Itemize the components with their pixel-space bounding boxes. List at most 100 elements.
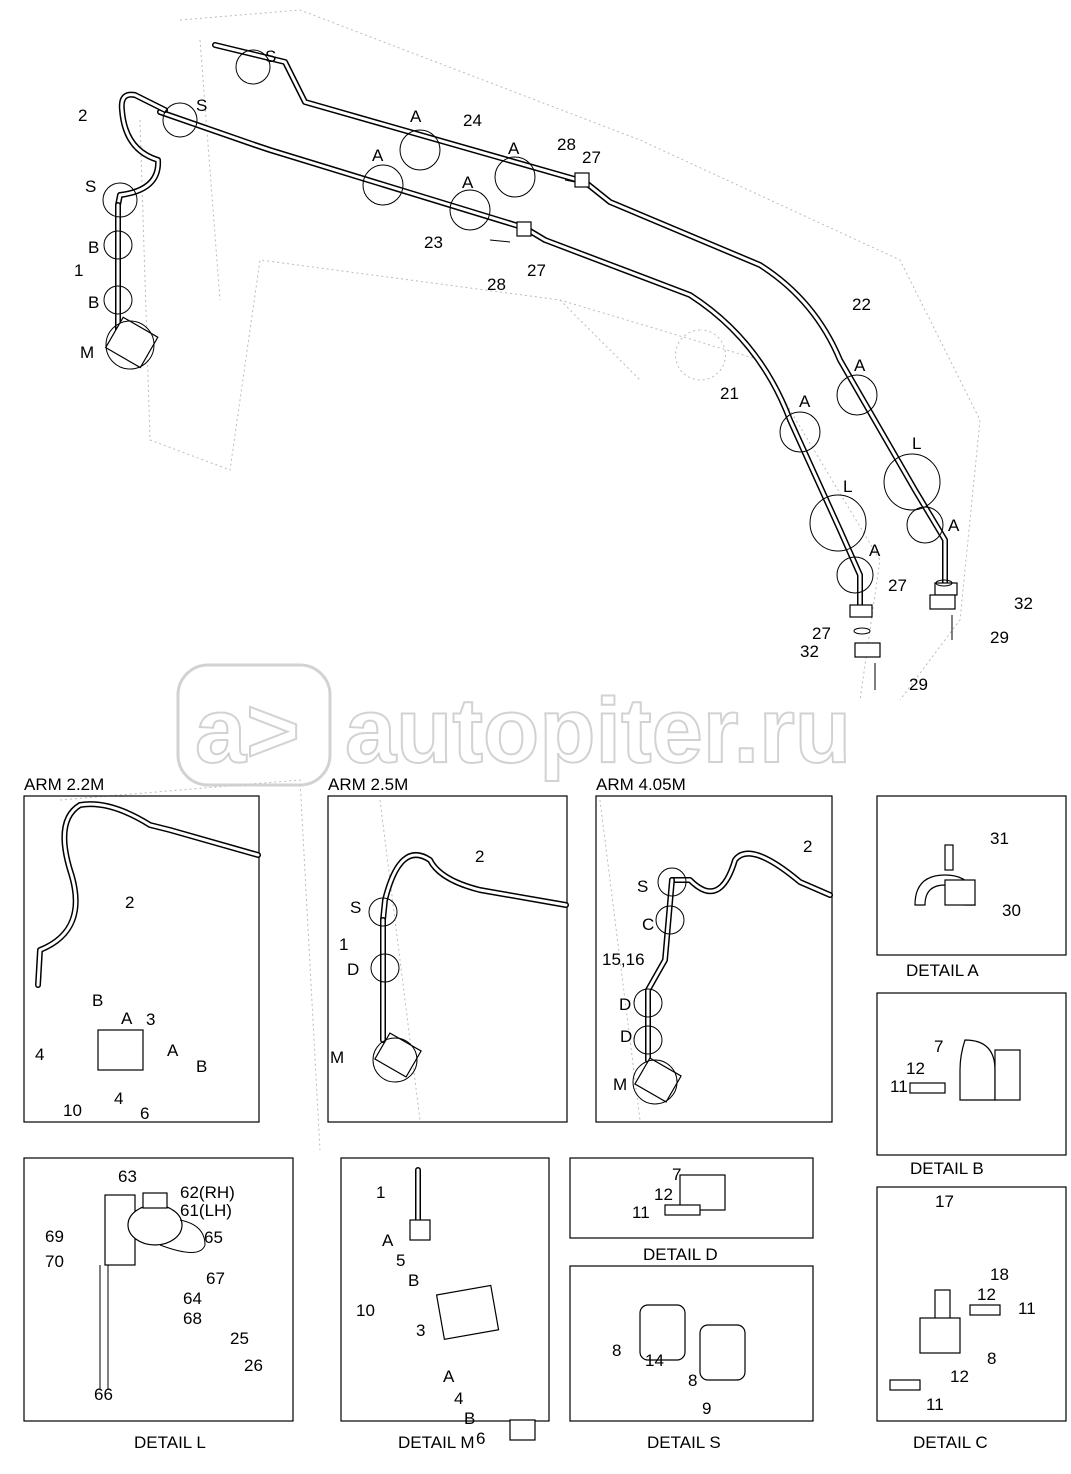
callout-label: B	[88, 293, 99, 312]
callout-label: 25	[230, 1329, 249, 1348]
callout-label: 1	[376, 1183, 385, 1202]
callout-label: A	[799, 392, 811, 411]
callout-label: S	[350, 898, 361, 917]
callout-label: D	[619, 995, 631, 1014]
callout-label: 22	[852, 295, 871, 314]
callout-label: D	[347, 960, 359, 979]
callout-label: 29	[990, 628, 1009, 647]
callout-label: D	[620, 1027, 632, 1046]
callout-label: 63	[118, 1167, 137, 1186]
callout-label: 1	[339, 935, 348, 954]
callout-label: M	[80, 343, 94, 362]
callout-label: 11	[926, 1395, 944, 1414]
callout-label: 5	[396, 1251, 405, 1270]
callout-label: 12	[654, 1185, 673, 1204]
callout-label: L	[912, 434, 921, 453]
detail-s-title: DETAIL S	[647, 1433, 721, 1452]
detail-parts	[99, 844, 1021, 1441]
main-pipes	[104, 42, 958, 690]
detail-c-panel	[876, 1186, 1067, 1422]
callout-label: 29	[909, 675, 928, 694]
callout-label: 6	[140, 1104, 149, 1123]
arm-2-5m-panel	[327, 795, 568, 1123]
callout-label: 10	[356, 1301, 375, 1320]
callout-label: 18	[990, 1265, 1009, 1284]
watermark-logo: a> autopiter.ru	[176, 663, 852, 787]
callout-label: A	[410, 107, 422, 126]
detail-l-panel	[23, 1157, 294, 1422]
callout-label: 32	[1014, 594, 1033, 613]
callout-label: B	[408, 1271, 419, 1290]
callout-label: A	[372, 146, 384, 165]
callout-label: 2	[803, 837, 812, 856]
callout-label: 68	[183, 1309, 202, 1328]
callout-label: 27	[582, 148, 601, 167]
inset-pipes	[35, 801, 833, 1105]
detail-a-title: DETAIL A	[906, 961, 979, 980]
callout-label: A	[167, 1041, 179, 1060]
callout-label: 7	[934, 1037, 943, 1056]
callout-label: 27	[527, 261, 546, 280]
callout-label: 32	[800, 642, 819, 661]
callout-label: A	[462, 173, 474, 192]
callout-label: B	[196, 1057, 207, 1076]
callout-label: 3	[416, 1321, 425, 1340]
callout-label: 8	[688, 1371, 697, 1390]
callout-label: 12	[950, 1367, 969, 1386]
callout-label: 1	[74, 261, 83, 280]
callout-label: S	[85, 177, 96, 196]
callout-label: B	[464, 1409, 475, 1428]
callout-label: 4	[35, 1045, 44, 1064]
callout-label: 2	[125, 893, 134, 912]
detail-s-panel	[569, 1265, 814, 1422]
callout-label: 4	[114, 1089, 123, 1108]
callout-label: A	[948, 516, 960, 535]
callout-label: 28	[557, 135, 576, 154]
callout-label: 10	[63, 1101, 82, 1120]
callout-label: 65	[204, 1228, 223, 1247]
callout-label: 11	[1018, 1299, 1036, 1318]
callout-label: 24	[463, 111, 482, 130]
detail-b-title: DETAIL B	[910, 1159, 984, 1178]
detail-l-title: DETAIL L	[134, 1433, 206, 1452]
callout-label: 67	[206, 1269, 225, 1288]
callout-label: M	[613, 1075, 627, 1094]
callout-label: 2	[78, 106, 87, 125]
detail-m-title: DETAIL M	[398, 1433, 475, 1452]
callout-label: 31	[990, 829, 1009, 848]
main-detail-circles	[102, 49, 944, 594]
callout-label: A	[382, 1231, 394, 1250]
callout-label: 69	[45, 1227, 64, 1246]
callout-label: C	[642, 915, 654, 934]
callout-label: 30	[1002, 901, 1021, 920]
callout-label: A	[869, 541, 881, 560]
callout-label: M	[330, 1048, 344, 1067]
callout-label: 17	[935, 1192, 954, 1211]
callout-label: A	[508, 139, 520, 158]
detail-b-panel	[876, 992, 1067, 1156]
callout-label: B	[88, 238, 99, 257]
arm25-title: ARM 2.5M	[328, 775, 408, 794]
callout-label: S	[265, 47, 276, 66]
callout-label: 8	[612, 1341, 621, 1360]
callout-label: 6	[476, 1429, 485, 1448]
callout-label: L	[843, 477, 852, 496]
callout-label: 3	[146, 1010, 155, 1029]
callout-label: 70	[45, 1252, 64, 1271]
callout-label: 14	[645, 1351, 664, 1370]
callout-label: 64	[183, 1289, 202, 1308]
callout-label: 8	[987, 1349, 996, 1368]
detail-c-title: DETAIL C	[913, 1433, 988, 1452]
arm405-title: ARM 4.05M	[596, 775, 686, 794]
callout-label: 11	[632, 1203, 650, 1222]
arm-2-2m-panel	[23, 795, 260, 1123]
callout-label: 12	[906, 1059, 925, 1078]
callout-label: 9	[702, 1399, 711, 1418]
callout-label: 27	[888, 576, 907, 595]
watermark-text: autopiter.ru	[345, 680, 851, 782]
callout-label: A	[443, 1367, 455, 1386]
callout-label: 61(LH)	[180, 1201, 232, 1220]
callout-label: 23	[424, 233, 443, 252]
